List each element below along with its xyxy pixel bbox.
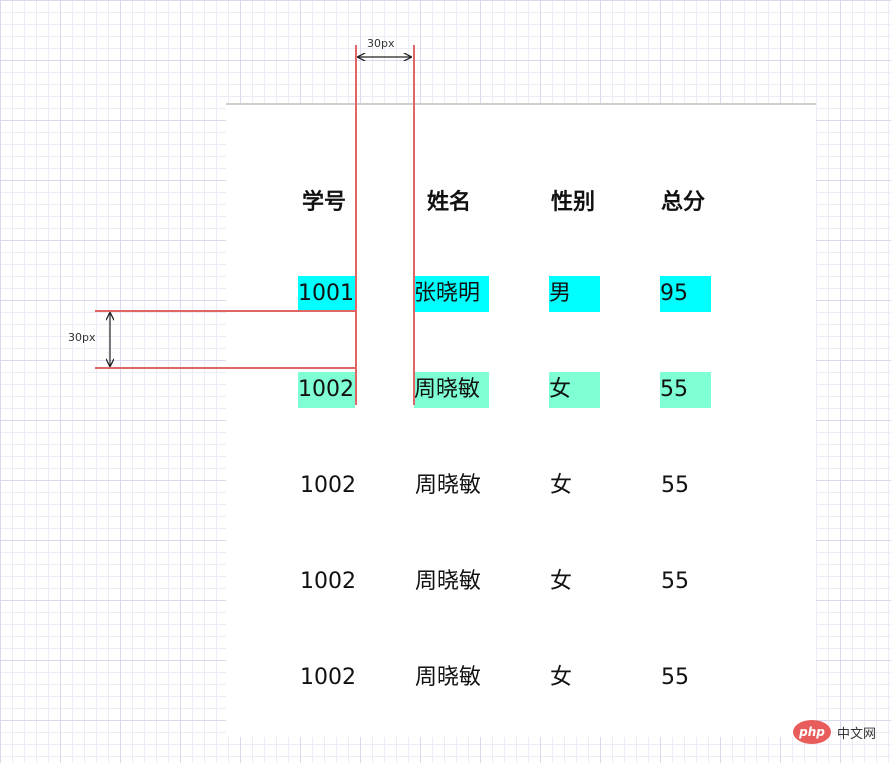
row-gap-guide-top <box>95 310 355 312</box>
header-id: 学号 <box>302 190 347 215</box>
row2-score: 55 <box>660 372 711 408</box>
row2-id: 1002 <box>298 372 355 408</box>
watermark-text: 中文网 <box>837 726 877 742</box>
row4-name: 周晓敏 <box>415 569 482 594</box>
header-gender: 性别 <box>551 190 596 215</box>
vertical-dimension-label: 30px <box>68 331 96 344</box>
header-name: 姓名 <box>427 190 472 215</box>
row5-name: 周晓敏 <box>415 665 482 690</box>
horizontal-dimension-label: 30px <box>367 37 395 50</box>
table-panel: 学号 姓名 性别 总分 1001 张晓明 男 95 1002 周晓敏 女 55 … <box>226 103 816 737</box>
row1-score: 95 <box>660 276 711 312</box>
watermark: php 中文网 <box>793 718 876 746</box>
row1-gender: 男 <box>549 276 600 312</box>
row2-name: 周晓敏 <box>414 372 489 408</box>
row4-gender: 女 <box>550 569 573 594</box>
php-logo-icon: php <box>793 720 831 744</box>
row5-id: 1002 <box>300 665 356 690</box>
row1-name: 张晓明 <box>414 276 489 312</box>
row3-id: 1002 <box>300 473 356 498</box>
column-gap-guide-left <box>355 45 357 405</box>
row5-gender: 女 <box>550 665 573 690</box>
row3-gender: 女 <box>550 473 573 498</box>
row-gap-guide-bottom <box>95 367 355 369</box>
header-score: 总分 <box>661 190 706 215</box>
row5-score: 55 <box>661 665 689 690</box>
row4-id: 1002 <box>300 569 356 594</box>
row3-score: 55 <box>661 473 689 498</box>
row3-name: 周晓敏 <box>415 473 482 498</box>
row4-score: 55 <box>661 569 689 594</box>
column-gap-guide-right <box>413 45 415 405</box>
row1-id: 1001 <box>298 276 355 312</box>
row2-gender: 女 <box>549 372 600 408</box>
